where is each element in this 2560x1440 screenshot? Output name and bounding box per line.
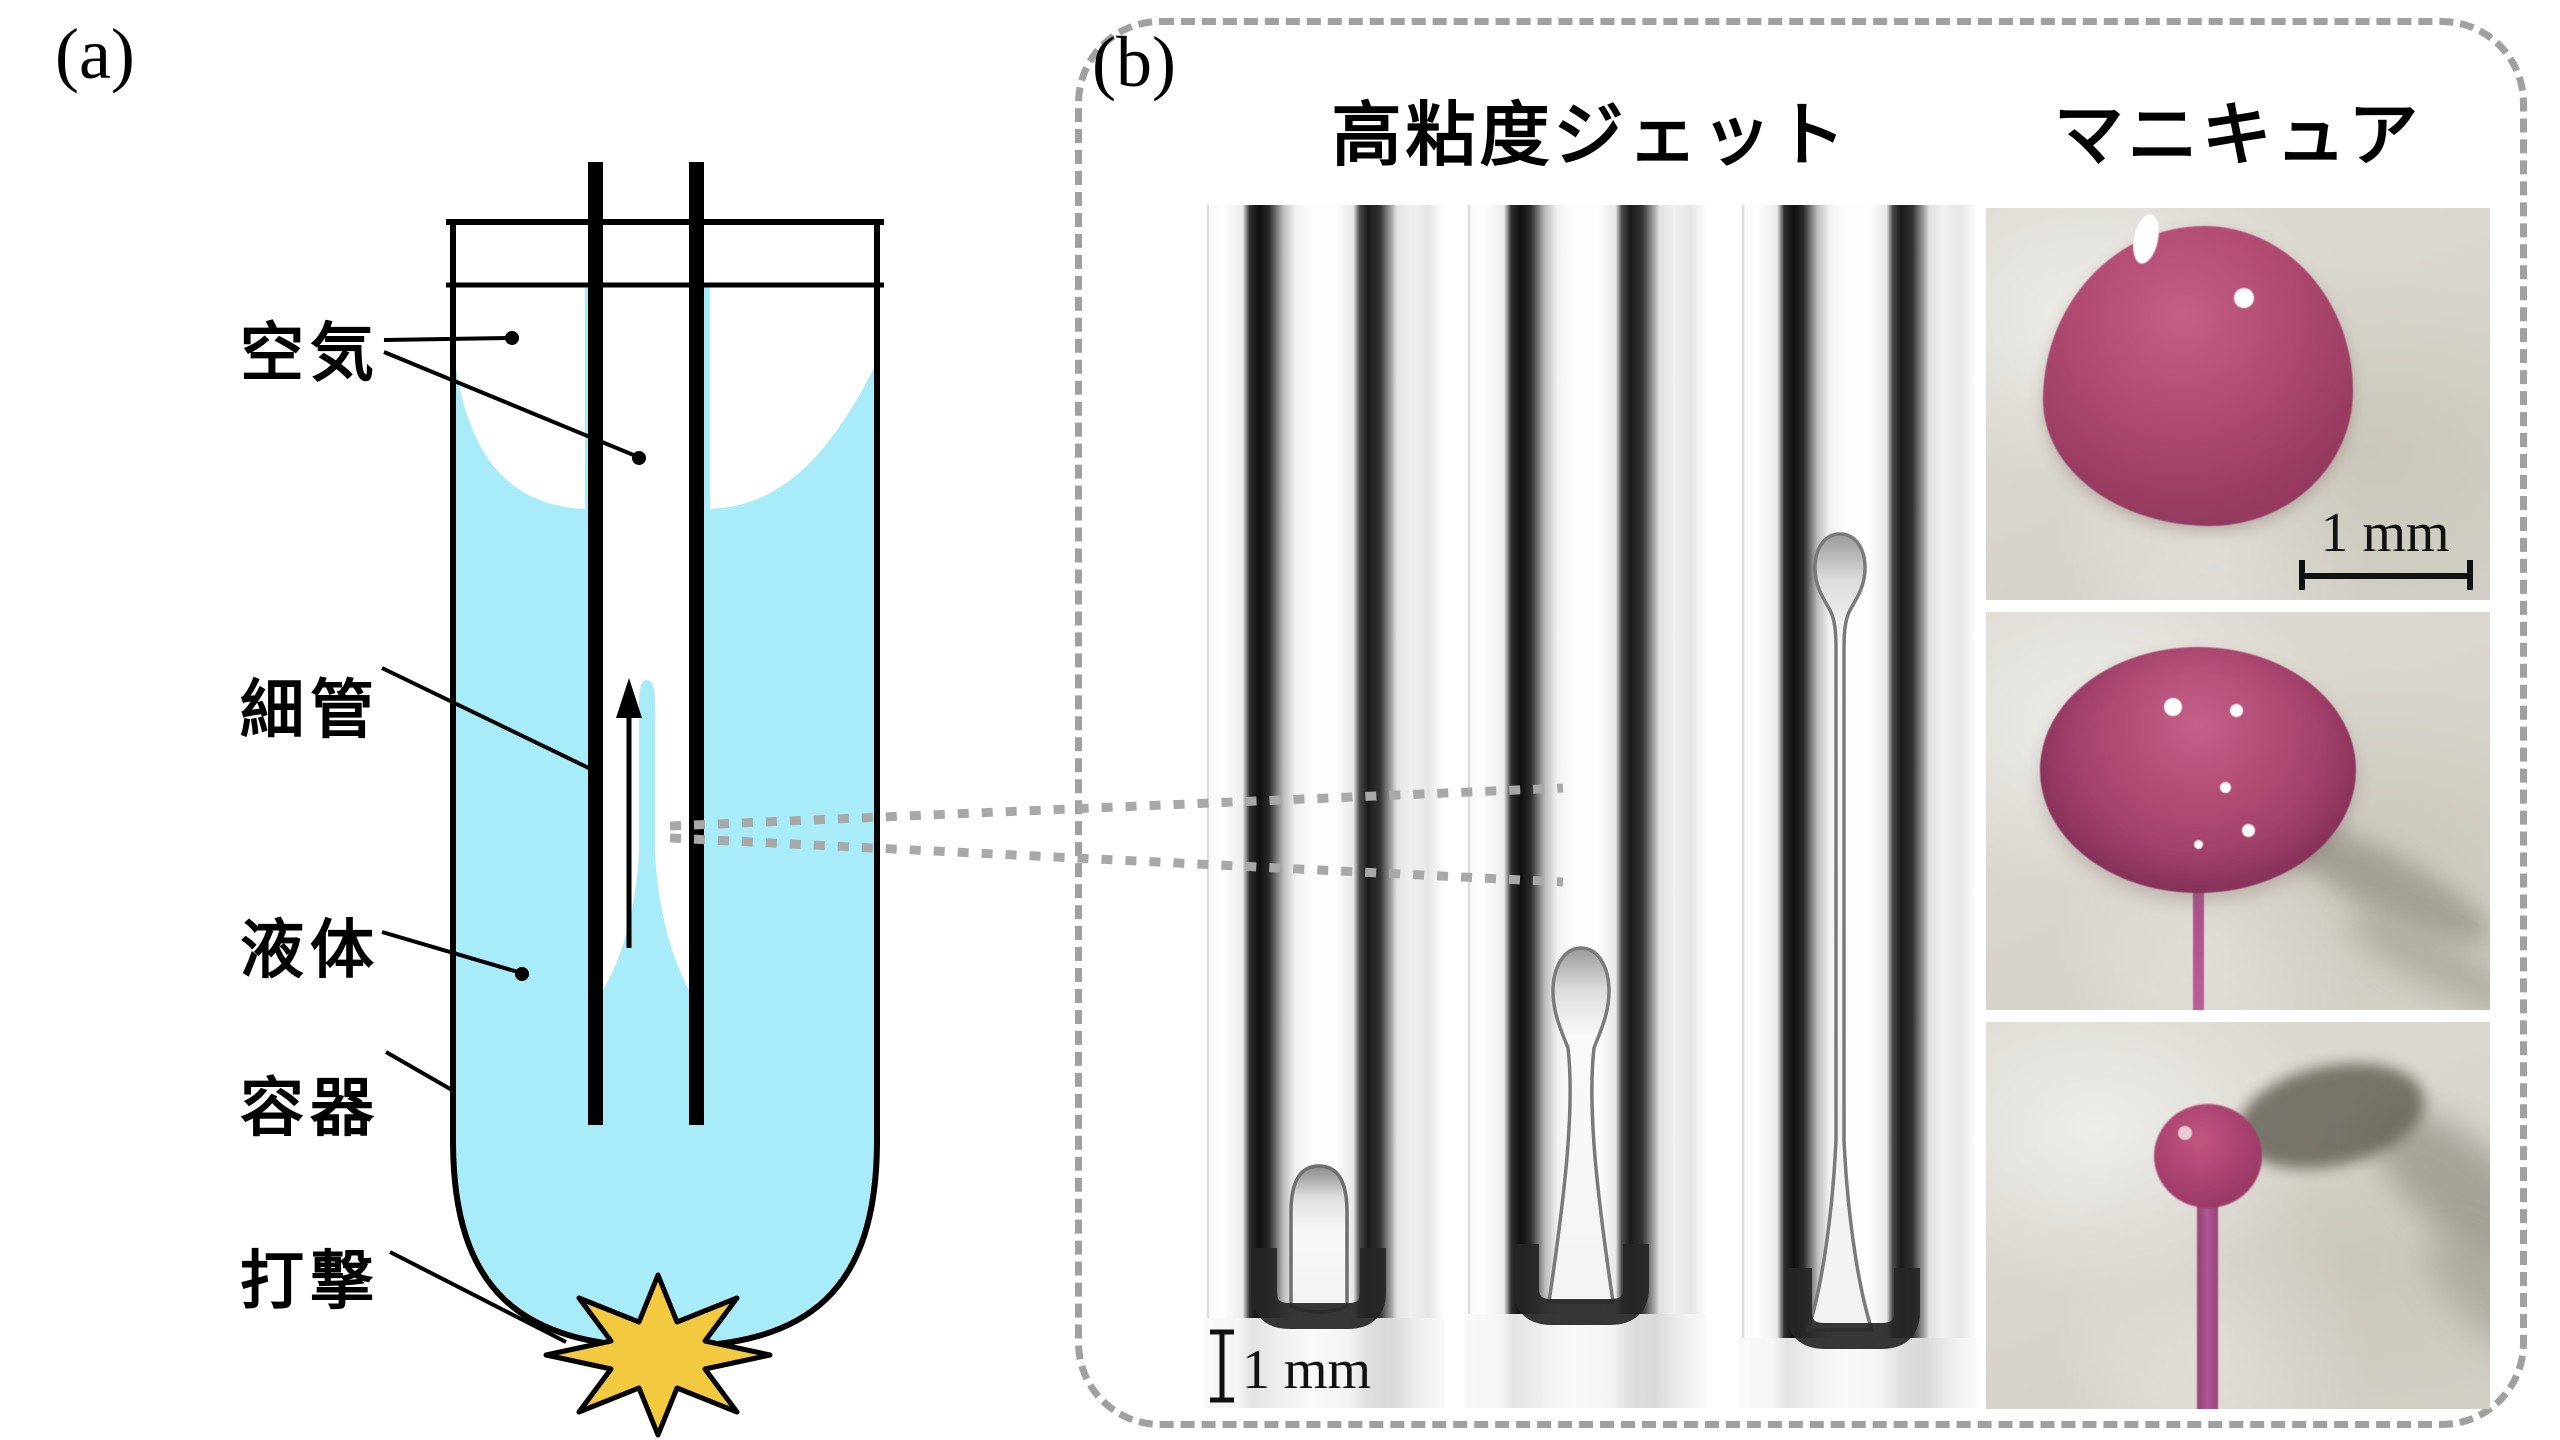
specular-highlight bbox=[2230, 704, 2243, 717]
jet-photo-strip-3 bbox=[1739, 205, 1977, 1408]
panel-a-tag: (a) bbox=[55, 14, 135, 94]
polish-jet-stalk bbox=[2193, 885, 2204, 1010]
polish-photo-2 bbox=[1986, 612, 2490, 1010]
leader-impact bbox=[389, 1250, 567, 1344]
liquid-fill bbox=[456, 287, 874, 1344]
jet-photo-strip-2-tube bbox=[1465, 205, 1708, 1314]
polish-scale-bar-tick-right bbox=[2467, 560, 2473, 590]
jet-photo-strip-1-tube bbox=[1204, 205, 1445, 1318]
specular-highlight bbox=[2164, 698, 2182, 716]
polish-disc-blob bbox=[2040, 647, 2356, 893]
leader-air-1 bbox=[383, 336, 509, 342]
polish-scale-bar-label: 1 mm bbox=[2320, 502, 2450, 564]
leader-capillary bbox=[381, 666, 598, 774]
jet-photo-strip-3-tube bbox=[1739, 205, 1977, 1338]
leader-dot-air-1 bbox=[505, 331, 519, 345]
polish-drop-blob bbox=[2043, 226, 2353, 526]
polish-scale-bar-line bbox=[2302, 573, 2470, 579]
polish-photo-3 bbox=[1986, 1022, 2490, 1409]
specular-highlight bbox=[2194, 840, 2203, 849]
specular-highlight bbox=[2220, 782, 2231, 793]
leader-container bbox=[385, 1050, 453, 1092]
polish-photo-1 bbox=[1986, 208, 2490, 600]
impact-star bbox=[543, 1272, 773, 1438]
label-capillary: 細管 bbox=[240, 674, 380, 748]
jet-photo-strip-2 bbox=[1465, 205, 1708, 1408]
air-inside-capillary bbox=[603, 287, 689, 990]
label-air: 空気 bbox=[240, 317, 380, 391]
leader-air-2 bbox=[383, 350, 637, 458]
specular-highlight bbox=[2234, 288, 2254, 308]
panel-b-dashed-border bbox=[1075, 18, 2527, 1428]
title-nail-polish: マニキュア bbox=[2053, 94, 2423, 176]
leader-liquid bbox=[381, 930, 519, 974]
capillary-wall-right bbox=[689, 162, 704, 1125]
jet-photo-strip-1 bbox=[1204, 205, 1445, 1408]
label-container: 容器 bbox=[240, 1072, 380, 1146]
air-pocket-right bbox=[710, 287, 874, 509]
label-liquid: 液体 bbox=[240, 914, 380, 988]
specular-highlight bbox=[2242, 824, 2255, 837]
leader-dot-air-2 bbox=[632, 451, 646, 465]
jet-scale-bar-label: 1 mm bbox=[1242, 1339, 1372, 1401]
arrow-up-head bbox=[616, 678, 642, 718]
container-outline bbox=[450, 222, 880, 1351]
panel-b-tag: (b) bbox=[1092, 22, 1176, 102]
air-pocket-left bbox=[456, 287, 585, 509]
label-impact: 打撃 bbox=[240, 1245, 380, 1319]
polish-jet-stalk bbox=[2197, 1202, 2218, 1409]
polish-jet-ball-tip bbox=[2154, 1104, 2262, 1208]
capillary-wall-left bbox=[588, 162, 603, 1125]
polish-scale-bar-tick-left bbox=[2299, 560, 2305, 590]
title-high-viscosity-jet: 高粘度ジェット bbox=[1331, 94, 1850, 176]
specular-highlight bbox=[2178, 1126, 2192, 1140]
leader-dot-liquid bbox=[515, 967, 529, 981]
liquid-jet-in-capillary bbox=[603, 680, 689, 990]
